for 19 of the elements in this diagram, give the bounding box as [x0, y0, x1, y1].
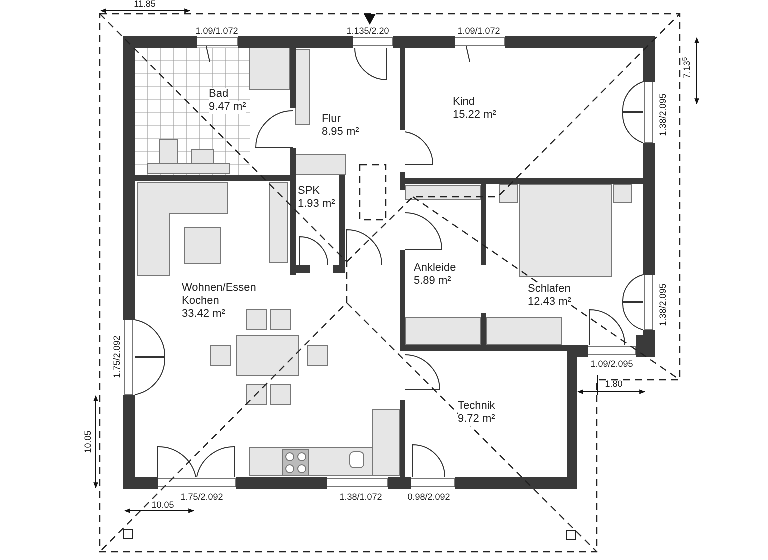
- room-name: Technik: [458, 400, 496, 413]
- dimension-label: 1.38/2.095: [658, 284, 668, 326]
- dimension-label: 11.85: [134, 0, 156, 9]
- dimension-label: 1.135/2.20: [346, 26, 390, 36]
- dimension-label: 1.75/2.092: [112, 336, 122, 378]
- room-area-label: 9.72 m²: [458, 413, 496, 426]
- dimension-label: 0.98/2.092: [408, 492, 450, 502]
- room-name: Schlafen: [528, 283, 571, 296]
- room-name: Bad: [209, 88, 229, 101]
- dimension-label: 1.09/1.072: [196, 26, 238, 36]
- room-area-label: 9.47 m²: [209, 101, 246, 114]
- dimension-label: 1.09/2.095: [590, 359, 634, 369]
- dimension-label: 1.80: [605, 379, 623, 389]
- dimension-label: 1.38/1.072: [340, 492, 382, 502]
- dimension-label: 10.05: [152, 500, 174, 510]
- dimension-label: 1.75/2.092: [180, 492, 224, 502]
- dimension-label: 1.38/2.095: [658, 94, 668, 136]
- dimension-label: 1.09/1.072: [458, 26, 500, 36]
- dimension-label: 10.05: [83, 430, 93, 454]
